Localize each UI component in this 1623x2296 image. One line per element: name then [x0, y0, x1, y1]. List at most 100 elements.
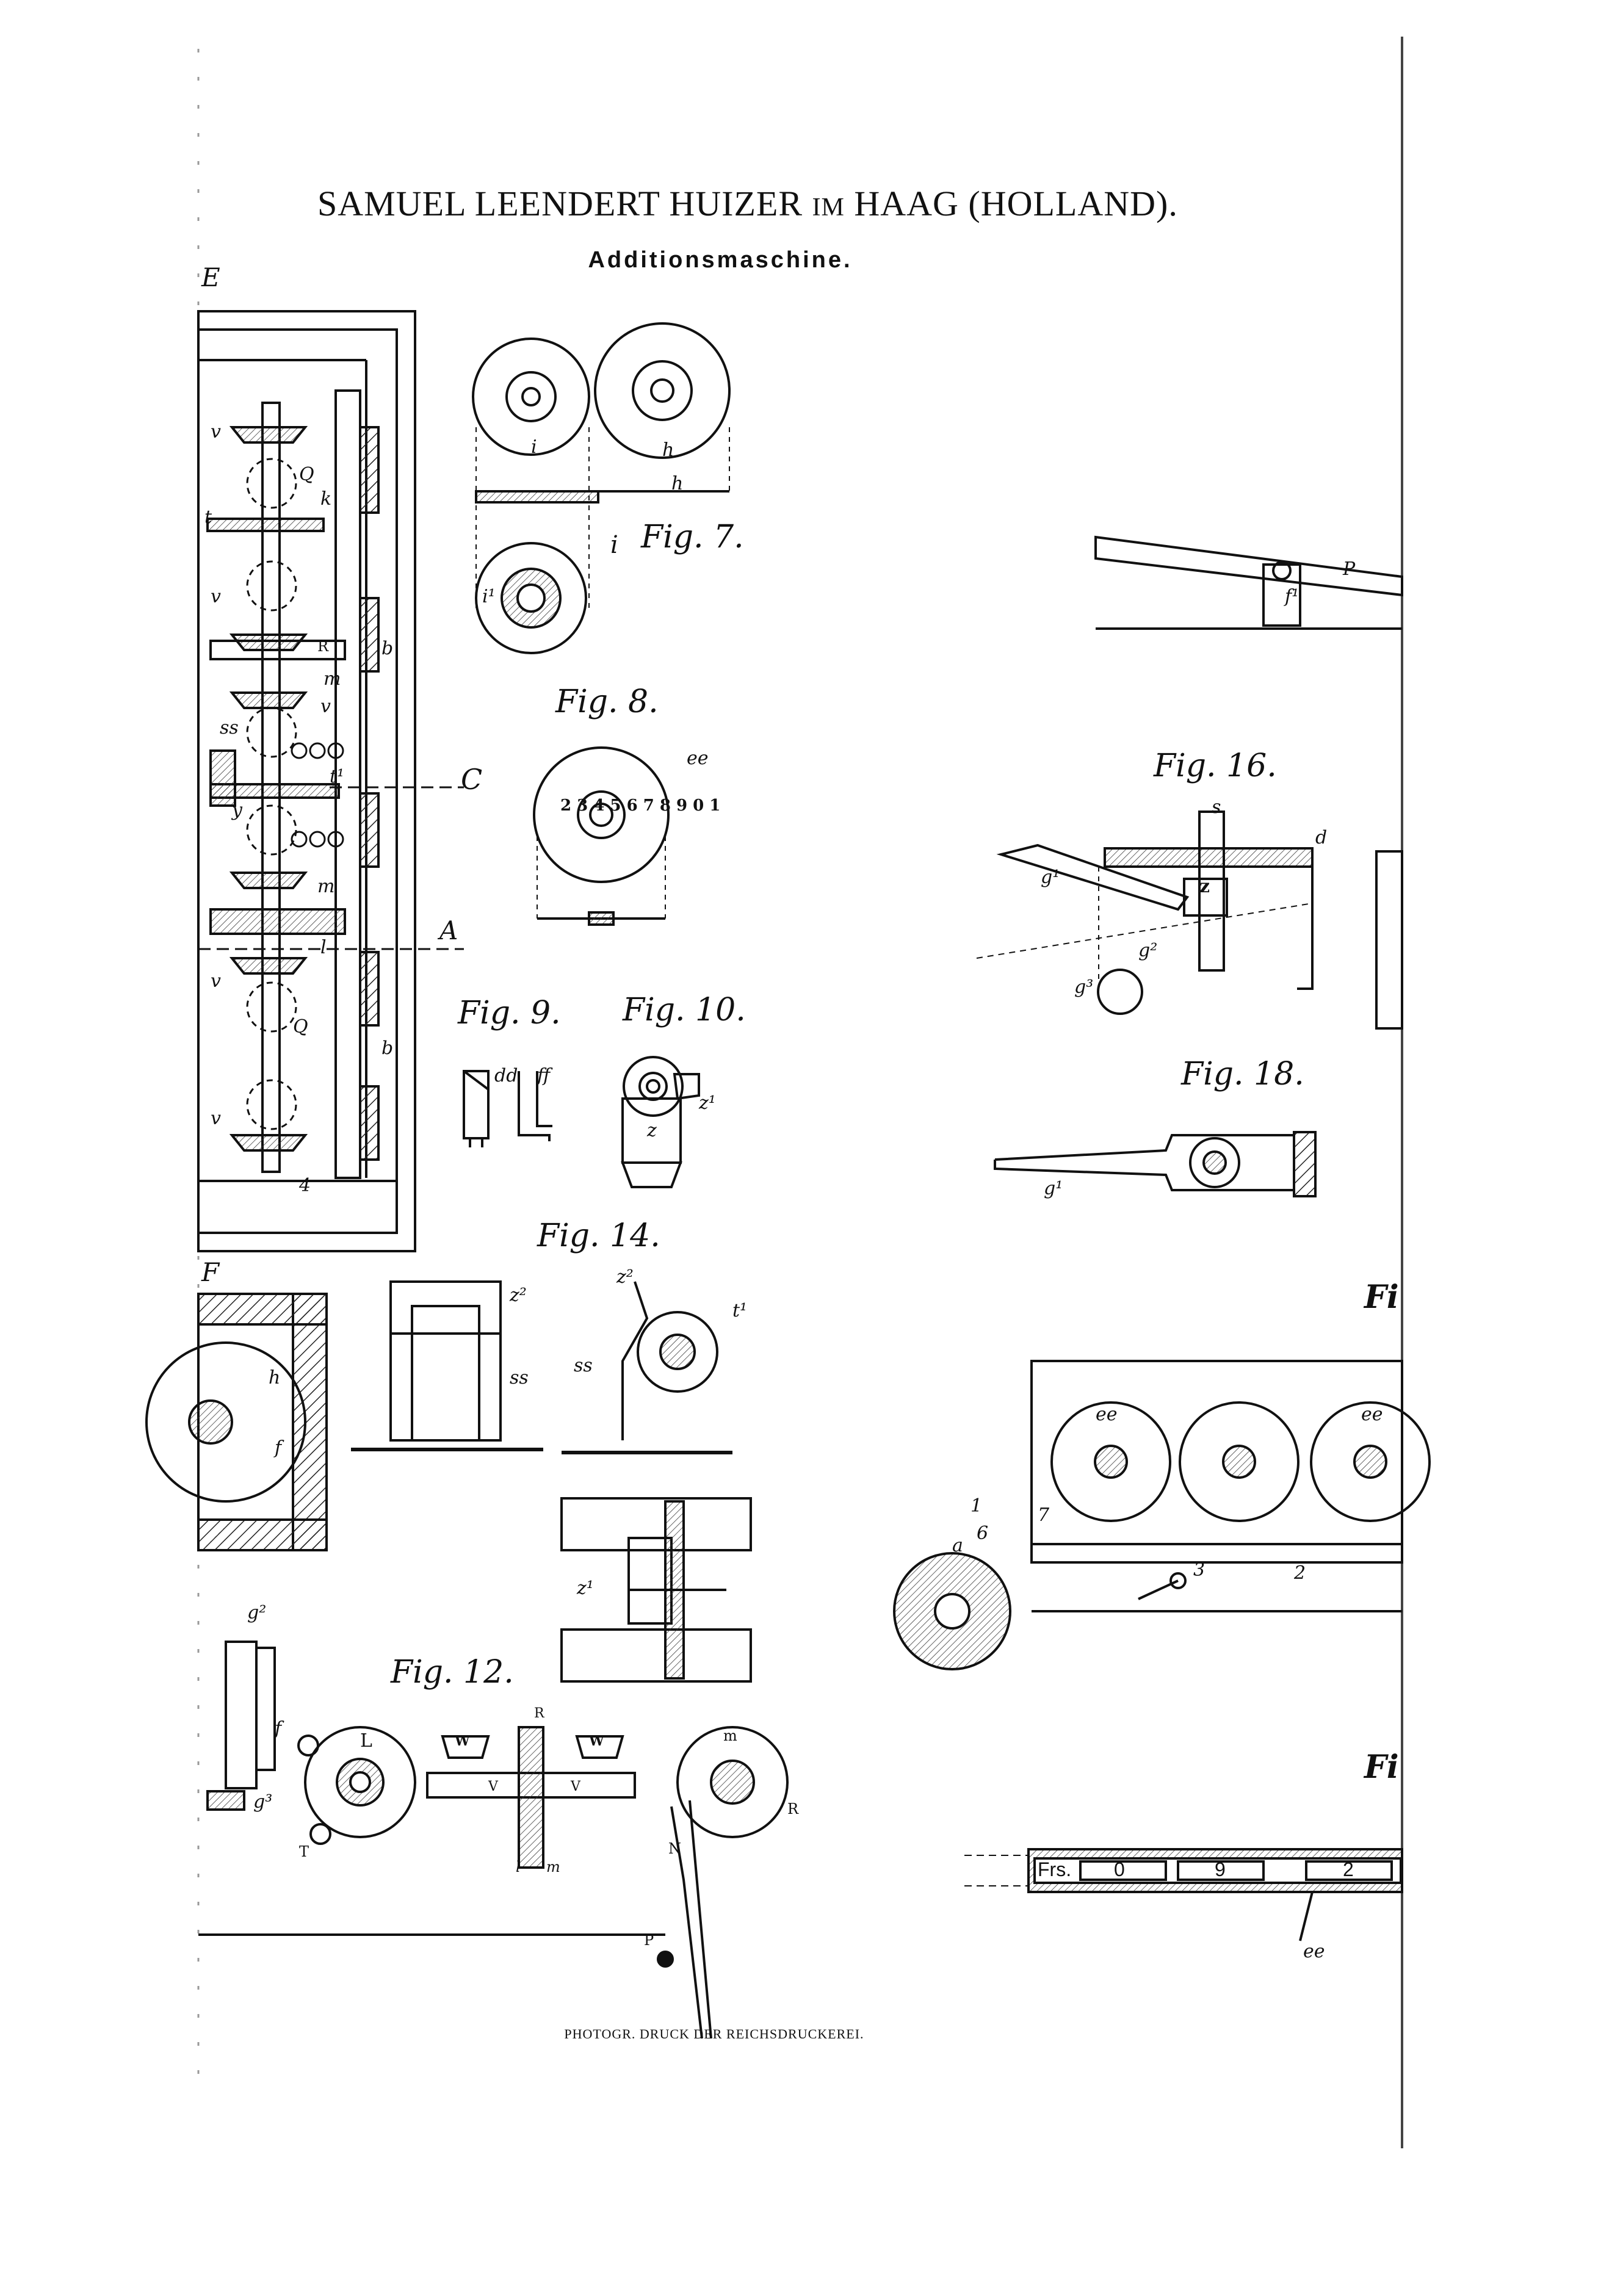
fig9-drawing	[463, 1070, 552, 1147]
label-g2-fig12: g²	[247, 1602, 267, 1623]
label-g3-fig16: g³	[1074, 977, 1094, 998]
label-2: 2	[1294, 1562, 1306, 1584]
label-m-gear: m	[723, 1727, 737, 1744]
label-t: t	[204, 507, 212, 528]
label-p-lever: P	[1343, 558, 1356, 580]
label-h-bar: h	[671, 473, 684, 494]
fig-main-section-e	[197, 310, 464, 1252]
fig12-drawing	[198, 1641, 789, 2039]
label-n: N	[668, 1840, 681, 1857]
label-l-fig12: l	[516, 1858, 521, 1875]
fig7-label: Fig. 7.	[641, 519, 744, 555]
fig18-drawing	[994, 1131, 1317, 1197]
label-w-1: W	[455, 1733, 470, 1749]
fig7-drawing	[472, 322, 731, 654]
fig12-label: Fig. 12.	[391, 1654, 514, 1691]
label-v-fig12-1: V	[488, 1779, 498, 1794]
label-v-2: v	[211, 586, 221, 607]
label-ss-main: ss	[220, 717, 239, 738]
label-f1: f¹	[1285, 586, 1299, 607]
label-k: k	[320, 488, 332, 510]
label-b-1: b	[381, 638, 394, 659]
fig-section-f	[145, 1293, 328, 1551]
label-p-fig12: P	[644, 1932, 654, 1949]
title-country: (HOLLAND).	[968, 184, 1178, 223]
label-z1-fig10: z¹	[699, 1092, 716, 1114]
printer-credit: PHOTOGR. DRUCK DER REICHSDRUCKEREI.	[564, 2026, 864, 2041]
label-t1-main: t¹	[330, 766, 345, 787]
label-t1: t¹	[732, 1300, 748, 1321]
label-h-top: h	[662, 439, 674, 461]
label-m-fig12: m	[546, 1858, 560, 1875]
page-title: SAMUEL LEENDERT HUIZER IM HAAG (HOLLAND)…	[317, 183, 1177, 224]
counter-prefix: Frs.	[1038, 1858, 1072, 1880]
label-z2-fig14: z²	[510, 1285, 527, 1306]
label-d: d	[1315, 827, 1328, 848]
label-y: y	[232, 800, 242, 821]
label-b-2: b	[381, 1038, 394, 1059]
section-mark-c: C	[461, 763, 483, 796]
label-v-5: v	[211, 1108, 221, 1129]
label-h-sectionf: h	[269, 1367, 281, 1388]
label-1: 1	[971, 1495, 983, 1517]
label-i-top: i	[531, 436, 537, 458]
fig8-drawing	[533, 746, 670, 926]
label-r-gear: R	[787, 1800, 799, 1818]
title-place: HAAG	[854, 184, 959, 223]
fig-cut-label-1: Fi	[1364, 1279, 1399, 1316]
section-mark-a: A	[439, 915, 458, 945]
counter-cell-2: 9	[1215, 1858, 1226, 1880]
label-q-2: Q	[293, 1016, 308, 1038]
label-g3-fig12: g³	[253, 1791, 273, 1813]
label-w-2: W	[589, 1733, 604, 1749]
counter-cell-3: 2	[1343, 1858, 1354, 1880]
label-v-fig12-2: V	[571, 1779, 580, 1794]
label-m-2: m	[317, 876, 335, 897]
label-v-4: v	[211, 970, 221, 992]
label-ee-roller-2: ee	[1361, 1404, 1383, 1425]
label-s: s	[1212, 796, 1221, 818]
page-subtitle: Additionsmaschine.	[588, 247, 853, 273]
fig-cut-label-2: Fi	[1364, 1749, 1399, 1786]
label-z-fig16: z	[1199, 876, 1210, 897]
label-g2-fig16: g²	[1138, 940, 1158, 961]
section-mark-f: F	[201, 1257, 220, 1287]
fig9-label: Fig. 9.	[458, 995, 561, 1031]
fig16-drawing	[976, 810, 1403, 1030]
label-r-1: R	[317, 638, 329, 655]
label-q-1: Q	[299, 464, 314, 485]
label-ff: ff	[537, 1065, 551, 1086]
label-ss-gear: ss	[574, 1355, 593, 1376]
label-v-1: v	[211, 421, 221, 442]
label-i: i	[610, 531, 618, 559]
label-4: 4	[299, 1175, 311, 1196]
label-f-sectionf: f	[275, 1437, 282, 1459]
fig-roller-assembly	[893, 1360, 1431, 1670]
label-g1-fig16: g¹	[1041, 867, 1060, 888]
label-ss-fig14: ss	[510, 1367, 529, 1388]
label-l-gear: L	[360, 1730, 372, 1752]
label-z1-lower: z¹	[577, 1578, 594, 1599]
label-t-fig12: T	[299, 1843, 309, 1860]
label-v-3: v	[320, 696, 331, 717]
fig8-label: Fig. 8.	[555, 684, 659, 720]
fig-lever-p	[1094, 535, 1403, 630]
fig16-label: Fig. 16.	[1154, 748, 1277, 784]
fig10-drawing	[621, 1056, 700, 1188]
label-dd: dd	[494, 1065, 518, 1086]
fig14-drawing	[351, 1280, 752, 1683]
label-m-1: m	[324, 668, 341, 690]
label-l-main: l	[320, 937, 327, 958]
label-z2-gear: z²	[616, 1266, 634, 1288]
label-ee-strip: ee	[1303, 1941, 1325, 1962]
label-r-fig12: R	[534, 1706, 544, 1721]
label-f-fig12: f	[275, 1718, 282, 1739]
label-g1-fig18: g¹	[1044, 1178, 1063, 1199]
label-ee-fig8: ee	[687, 748, 709, 769]
label-ee-roller-1: ee	[1096, 1404, 1118, 1425]
label-i1: i¹	[482, 586, 496, 607]
fig10-label: Fig. 10.	[623, 992, 746, 1028]
label-7: 7	[1038, 1504, 1050, 1526]
